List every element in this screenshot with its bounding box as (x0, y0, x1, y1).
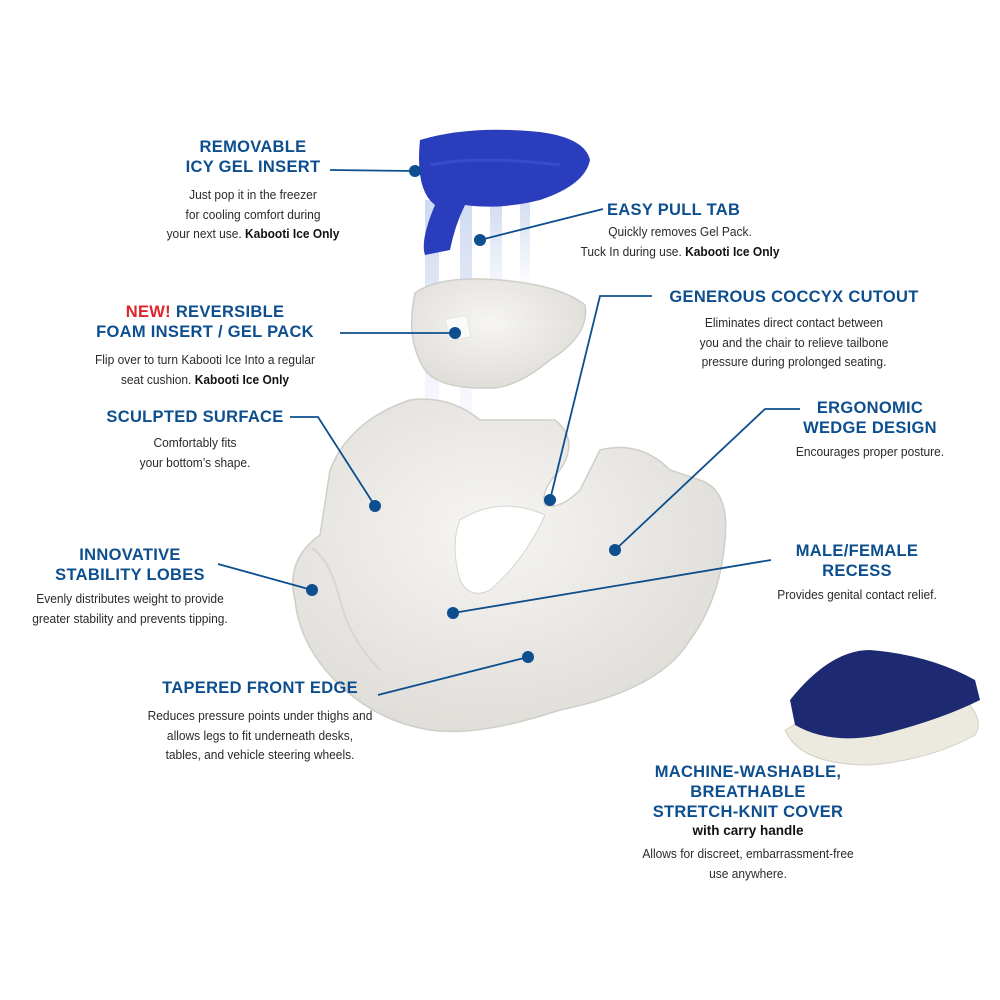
callout-title: SCULPTED SURFACE (106, 408, 284, 426)
callout-subtitle: with carry handle (692, 823, 804, 838)
callout-body: Reduces pressure points under thighs and… (147, 708, 373, 762)
foam-insert (410, 278, 587, 389)
callout-title: TAPERED FRONT EDGE (162, 679, 358, 697)
callout-body: Provides genital contact relief. (777, 587, 937, 602)
cover-illustration (790, 650, 980, 739)
callout-front-edge: TAPERED FRONT EDGE Reduces pressure poin… (110, 678, 410, 765)
callout-title: EASY PULL TAB (607, 201, 741, 219)
leader-lines (217, 169, 800, 696)
callout-body: Quickly removes Gel Pack.Tuck In during … (580, 224, 780, 259)
callout-coccyx-cutout: GENEROUS COCCYX CUTOUT Eliminates direct… (654, 287, 934, 372)
callout-body: Encourages proper posture. (795, 444, 945, 459)
coccyx-cutout (454, 505, 546, 594)
callout-pull-tab: EASY PULL TAB Quickly removes Gel Pack.T… (560, 200, 800, 261)
callout-body: Flip over to turn Kabooti Ice Into a reg… (94, 352, 316, 387)
callout-dots (306, 165, 621, 663)
callout-title: GENEROUS COCCYX CUTOUT (669, 288, 919, 306)
